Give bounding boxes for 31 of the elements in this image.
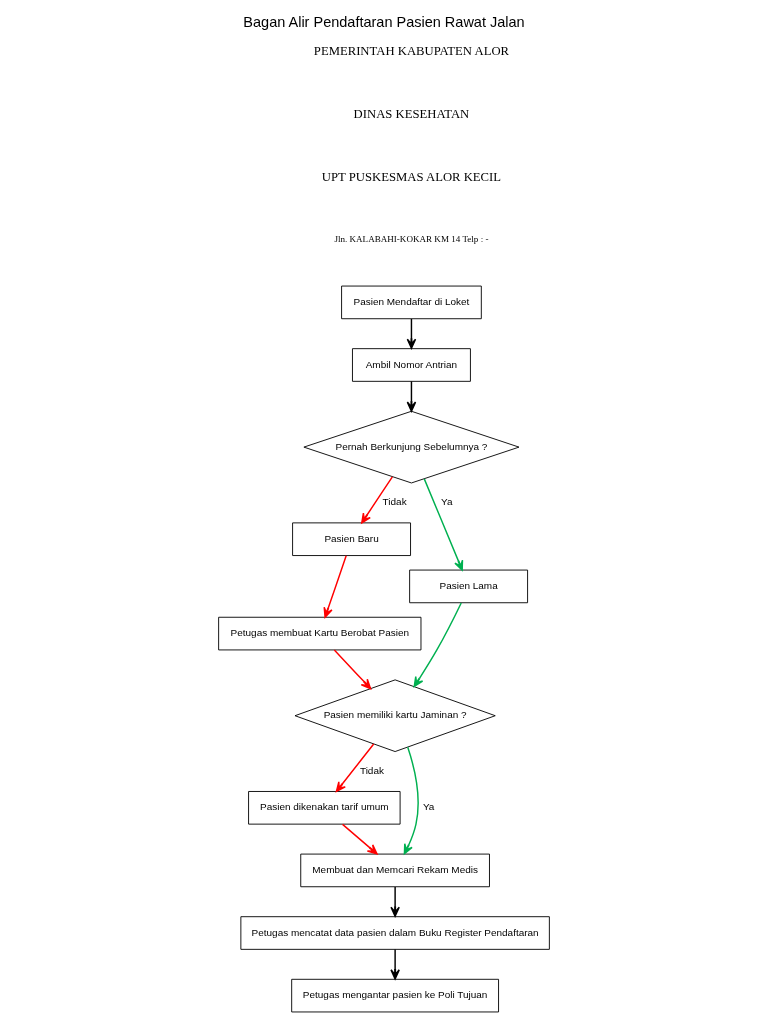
label: DINAS KESEHATAN (353, 106, 470, 121)
label: UPT PUSKESMAS ALOR KECIL (321, 169, 502, 184)
arrow (390, 886, 400, 918)
arrow (333, 649, 372, 690)
node-box: Pasien Mendaftar di Loket (341, 285, 482, 320)
arrow (413, 602, 462, 688)
node-box: Petugas mengantar pasien ke Poli Tujuan (291, 978, 499, 1013)
arrow (335, 743, 375, 793)
label: Jln. KALABAHI-KOKAR KM 14 Telp : - (334, 234, 489, 245)
arrow (341, 823, 378, 855)
arrow (403, 746, 419, 855)
node-box: Ambil Nomor Antrian (352, 348, 471, 382)
node-box: Petugas membuat Kartu Berobat Pasien (218, 616, 422, 651)
arrow (406, 318, 417, 349)
node-box: Pasien dikenakan tarif umum (248, 791, 401, 825)
arrow (423, 478, 464, 571)
arrow (361, 476, 394, 524)
edge-label: Ya (441, 496, 453, 508)
node-box: Pasien Baru (292, 522, 411, 556)
edge-label: Tidak (382, 496, 407, 508)
node-box: Pasien Lama (409, 569, 529, 604)
arrow (390, 948, 400, 980)
node-box: Petugas mencatat data pasien dalam Buku Register Pendaftaran (240, 916, 550, 950)
diagram-title: Bagan Alir Pendaftaran Pasien Rawat Jalan (243, 14, 525, 31)
arrow (406, 380, 417, 412)
node-diamond: Pernah Berkunjung Sebelumnya ? (303, 410, 520, 484)
edge-label: Ya (422, 801, 435, 813)
node-box: Membuat dan Memcari Rekam Medis (300, 853, 490, 888)
arrow (323, 555, 347, 618)
label: PEMERINTAH KABUPATEN ALOR (313, 44, 510, 59)
edge-label: Tidak (359, 765, 384, 777)
